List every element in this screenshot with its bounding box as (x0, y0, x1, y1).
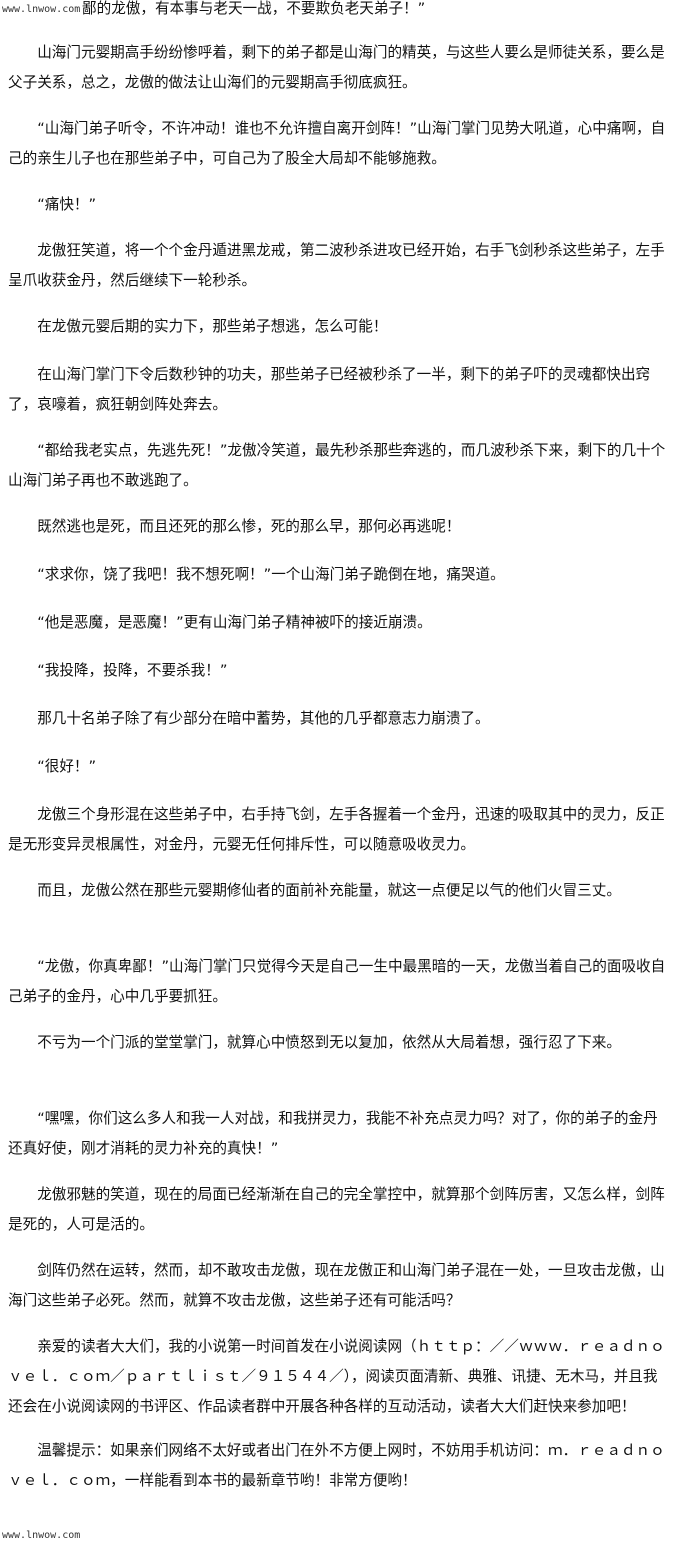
paragraph: “求求你，饶了我吧！我不想死啊！”一个山海门弟子跪倒在地，痛哭道。 (8, 566, 505, 583)
paragraph: 亲爱的读者大大们，我的小说第一时间首发在小说阅读网（ｈｔｔｐ：／／ｗｗｗ．ｒｅａ… (8, 1338, 665, 1415)
paragraph: “他是恶魔，是恶魔！”更有山海门弟子精神被吓的接近崩溃。 (8, 614, 432, 631)
paragraph: 剑阵仍然在运转，然而，却不敢攻击龙傲，现在龙傲正和山海门弟子混在一处，一旦攻击龙… (8, 1262, 665, 1309)
paragraph: “龙傲，你真卑鄙！”山海门掌门只觉得今天是自己一生中最黑暗的一天，龙傲当着自己的… (8, 958, 666, 1005)
paragraph: 龙傲三个身形混在这些弟子中，右手持飞剑，左手各握着一个金丹，迅速的吸取其中的灵力… (8, 806, 665, 853)
paragraph: 既然逃也是死，而且还死的那么惨，死的那么早，那何必再逃呢！ (8, 518, 461, 535)
paragraph: “都给我老实点，先逃先死！”龙傲冷笑道，最先秒杀那些奔逃的，而几波秒杀下来，剩下… (8, 442, 666, 489)
paragraph: 在山海门掌门下令后数秒钟的功夫，那些弟子已经被秒杀了一半，剩下的弟子吓的灵魂都快… (8, 366, 651, 413)
paragraph: 龙傲狂笑道，将一个个金丹遁进黑龙戒，第二波秒杀进攻已经开始，右手飞剑秒杀这些弟子… (8, 242, 665, 289)
paragraph: “山海门弟子听令，不许冲动！谁也不允许擅自离开剑阵！”山海门掌门见势大吼道，心中… (8, 120, 666, 167)
paragraph-fragment: 鄙的龙傲，有本事与老天一战，不要欺负老天弟子！” (82, 0, 426, 17)
paragraph: “很好！” (8, 758, 97, 775)
paragraph: 温馨提示：如果亲们网络不太好或者出门在外不方便上网时，不妨用手机访问：ｍ．ｒｅａ… (8, 1442, 665, 1489)
paragraph: 龙傲邪魅的笑道，现在的局面已经渐渐在自己的完全掌控中，就算那个剑阵厉害，又怎么样… (8, 1186, 665, 1233)
paragraph: 不亏为一个门派的堂堂掌门，就算心中愤怒到无以复加，依然从大局着想，强行忍了下来。 (8, 1034, 621, 1051)
watermark-bottom: www.lnwow.com (2, 1530, 81, 1541)
paragraph: “痛快！” (8, 196, 97, 213)
paragraph: 山海门元婴期高手纷纷惨呼着，剩下的弟子都是山海门的精英，与这些人要么是师徒关系，… (8, 44, 665, 91)
paragraph: 在龙傲元婴后期的实力下，那些弟子想逃，怎么可能！ (8, 318, 388, 335)
watermark-top: www.lnwow.com (2, 4, 81, 15)
paragraph: “嘿嘿，你们这么多人和我一人对战，和我拼灵力，我能不补充点灵力吗？对了，你的弟子… (8, 1110, 658, 1157)
paragraph: 那几十名弟子除了有少部分在暗中蓄势，其他的几乎都意志力崩溃了。 (8, 710, 490, 727)
paragraph: 而且，龙傲公然在那些元婴期修仙者的面前补充能量，就这一点便足以气的他们火冒三丈。 (8, 882, 621, 899)
paragraph: “我投降，投降，不要杀我！” (8, 662, 228, 679)
